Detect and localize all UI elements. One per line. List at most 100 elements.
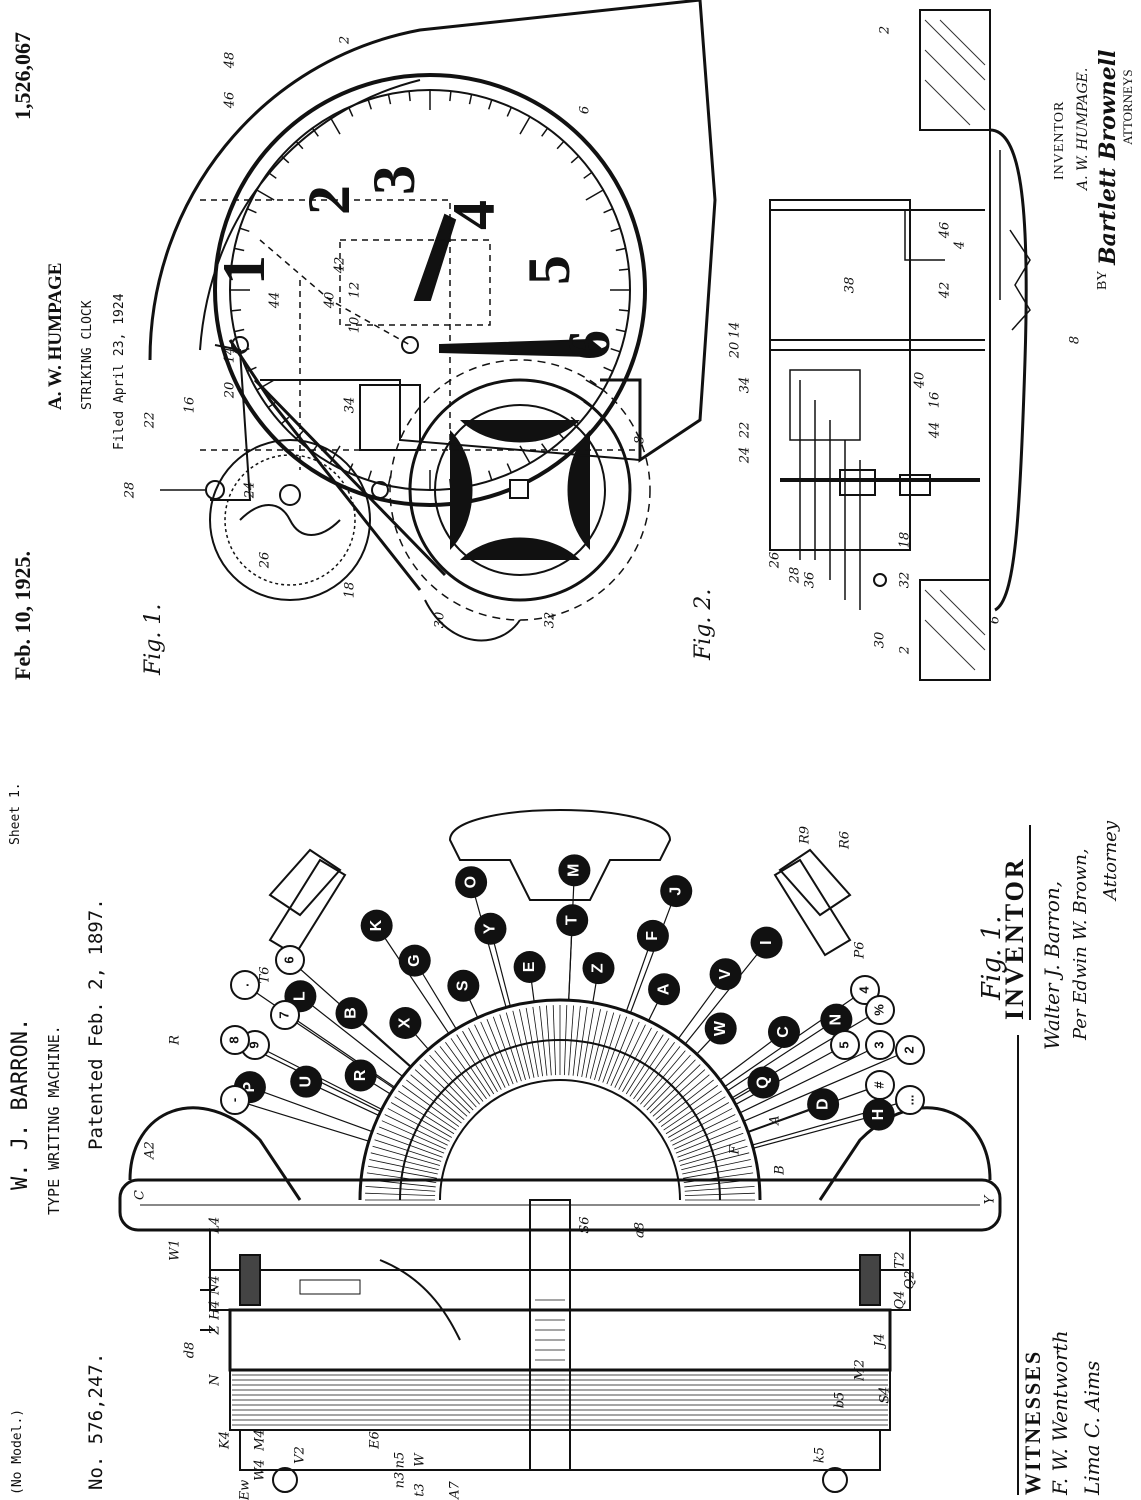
typewriter-ref-letter: R9 — [798, 826, 813, 845]
typewriter-key-letter: V — [717, 969, 734, 980]
typewriter-ref-letter: n3 — [393, 1472, 408, 1489]
typewriter-key — [335, 997, 368, 1030]
clock-fig2-drawing — [769, 9, 1031, 681]
clock-fig1-ref-numeral: 16 — [183, 397, 198, 414]
typewriter-attorney-line: Per Edwin W. Brown, — [1070, 848, 1091, 1040]
clock-dial-numeral: 5 — [516, 255, 582, 285]
clock-fig2-ref-numeral: 44 — [928, 422, 943, 440]
typewriter-key-symbol: % — [871, 1004, 886, 1016]
typewriter-key-symbol: . — [236, 983, 251, 987]
typewriter-key-letter: F — [644, 931, 661, 941]
typewriter-key-letter: G — [406, 954, 423, 966]
typewriter-ref-letter: Ew — [238, 1480, 253, 1500]
clock-fig2-ref-numeral: 32 — [898, 572, 913, 589]
clock-fig1-ref-numeral: 10 — [348, 317, 363, 334]
clock-fig1-ref-numeral: 20 — [223, 382, 238, 400]
typewriter-key-symbol: 3 — [871, 1041, 886, 1048]
typewriter-key — [447, 969, 480, 1002]
typewriter-ref-letter: T6 — [258, 967, 273, 984]
typewriter-key — [582, 952, 615, 985]
typewriter-key-symbol: ... — [901, 1095, 916, 1106]
clock-dial-numeral: 3 — [361, 165, 427, 195]
clock-fig1-ref-numeral: 34 — [343, 397, 358, 414]
typewriter-key — [290, 1065, 323, 1098]
typewriter-fig-label: Fig. 1. — [977, 916, 1007, 1001]
typewriter-key-symbol: 5 — [836, 1041, 851, 1048]
clock-fig1-ref-numeral: 22 — [143, 412, 158, 430]
clock-fig1-ref-numeral: 8 — [633, 436, 648, 444]
typewriter-key-letter: E — [521, 961, 538, 972]
clock-fig1-ref-numeral: 48 — [223, 52, 238, 70]
typewriter-key — [398, 944, 431, 977]
typewriter-ref-letter: W1 — [168, 1239, 183, 1261]
clock-fig2-label: Fig. 2. — [691, 589, 716, 661]
typewriter-key-letter: R — [352, 1069, 369, 1081]
clock-fig2-ref-numeral: 18 — [898, 532, 913, 549]
clock-inventor-heading: INVENTOR — [1052, 100, 1067, 180]
typewriter-key-outline — [865, 1030, 895, 1060]
clock-fig2-ref-numeral: 34 — [738, 377, 753, 394]
typewriter-key — [807, 1088, 840, 1121]
typewriter-ref-letter: F — [728, 1145, 743, 1156]
typewriter-ref-letter: R6 — [838, 831, 853, 850]
typewriter-ref-letter: L4 — [208, 1217, 223, 1235]
typewriter-ref-letter: M2 — [853, 1359, 868, 1382]
typewriter-key-letter: X — [397, 1017, 414, 1028]
typewriter-key — [636, 919, 669, 952]
typewriter-ref-letter: S4 — [878, 1386, 893, 1403]
typewriter-key-letter: N — [828, 1014, 845, 1026]
typewriter-witness-2: Lima C. Aims — [1080, 1360, 1104, 1495]
clock-fig1-label: Fig. 1. — [141, 604, 166, 676]
typewriter-key — [455, 866, 488, 899]
typewriter-ref-letter: W4 — [253, 1459, 268, 1481]
typewriter-key-outline — [830, 1030, 860, 1060]
clock-fig2-ref-numeral: 36 — [803, 572, 818, 589]
typewriter-key-letter: C — [775, 1026, 792, 1038]
typewriter-key — [389, 1007, 422, 1040]
typewriter-key-letter: U — [297, 1076, 314, 1088]
clock-inventor-name: A. W. HUMPAGE — [45, 262, 66, 410]
clock-fig1-ref-numeral: 18 — [343, 582, 358, 599]
typewriter-ref-letter: T2 — [893, 1252, 908, 1269]
typewriter-ref-letter: n5 — [393, 1452, 408, 1469]
typewriter-key-letter: H — [870, 1109, 887, 1121]
typewriter-key-outline — [275, 945, 305, 975]
typewriter-key — [558, 854, 591, 887]
typewriter-key-outline — [220, 1025, 250, 1055]
clock-fig2-ref-numeral: 20 — [728, 342, 743, 360]
typewriter-key-letter: Q — [755, 1076, 772, 1088]
typewriter-ref-letter: N4 — [208, 1275, 223, 1296]
clock-fig1-ref-numeral: 42 — [333, 257, 348, 275]
typewriter-ref-letter: M4 — [253, 1429, 268, 1452]
typewriter-ref-letter: R — [168, 1035, 183, 1046]
typewriter-ref-letter: Q2 — [903, 1271, 918, 1290]
typewriter-key-letter: P — [241, 1081, 258, 1092]
clock-inventor-signature: A. W. HUMPAGE. — [1075, 67, 1091, 190]
typewriter-key-letter: L — [292, 991, 309, 1001]
typewriter-ref-letter: k5 — [813, 1447, 828, 1463]
clock-fig2-ref-numeral: 2 — [898, 646, 913, 655]
clock-dial-numeral: 4 — [441, 200, 507, 230]
typewriter-ref-letter: B — [773, 1165, 788, 1176]
clock-fig2-ref-numeral: 14 — [728, 322, 743, 339]
clock-fig2-ref-numeral: 16 — [928, 392, 943, 409]
typewriter-key-symbol: 7 — [276, 1011, 291, 1018]
clock-fig2-ref-numeral: 26 — [768, 552, 783, 570]
clock-fig2-ref-numeral: 8 — [1068, 336, 1083, 344]
typewriter-key-letter: I — [758, 940, 775, 944]
typewriter-ref-letter: C — [133, 1190, 148, 1200]
typewriter-key-letter: Y — [482, 923, 499, 934]
clock-attorneys-label: ATTORNEYS — [1120, 69, 1135, 145]
clock-fig1-ref-numeral: 40 — [323, 292, 338, 310]
typewriter-title: TYPE WRITING MACHINE. — [45, 1025, 63, 1215]
typewriter-key-letter: W — [712, 1020, 729, 1036]
clock-fig2-ref-numeral: 40 — [913, 372, 928, 390]
typewriter-ref-letter: P6 — [853, 941, 868, 959]
clock-fig2-ref-numeral: 38 — [843, 277, 858, 294]
clock-by-label: BY — [1095, 270, 1110, 290]
typewriter-ref-letter: A — [768, 1115, 783, 1125]
typewriter-key-letter: J — [667, 887, 684, 896]
typewriter-ref-letter: V2 — [293, 1446, 308, 1464]
clock-fig2-ref-numeral: 42 — [938, 282, 953, 300]
clock-fig1-ref-numeral: 14 — [223, 347, 238, 364]
